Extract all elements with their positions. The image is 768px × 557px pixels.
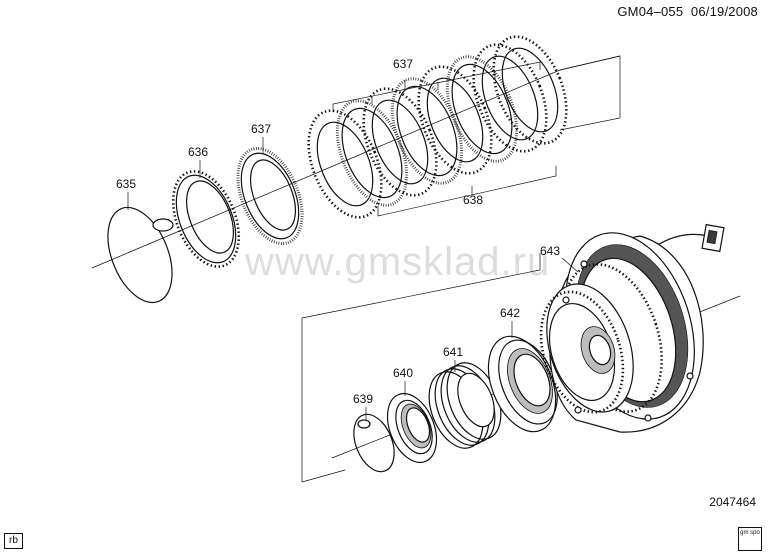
- part-639-snap-ring[interactable]: [346, 408, 402, 477]
- diagram-date: 06/19/2008: [690, 4, 758, 19]
- corner-tag: rb: [4, 533, 23, 549]
- watermark: www.gmsklad.ru: [245, 240, 551, 284]
- lower-frame: [301, 253, 541, 319]
- callout-642: 642: [500, 306, 520, 338]
- part-643-housing[interactable]: [527, 216, 725, 436]
- callout-637-pack: 637: [393, 57, 413, 71]
- svg-text:643: 643: [540, 244, 560, 258]
- svg-text:640: 640: [393, 366, 413, 380]
- callout-638: 638: [463, 193, 483, 207]
- callout-639: 639: [353, 392, 373, 420]
- clutch-plate: [335, 99, 409, 207]
- gm-spo-logo: gm spo: [738, 527, 762, 551]
- svg-text:642: 642: [500, 306, 520, 320]
- bracket-637: [332, 61, 541, 112]
- clutch-plate: [390, 77, 464, 185]
- upper-frame-top: [559, 55, 621, 71]
- clutch-plate: [417, 65, 493, 175]
- logo-text: gm spo: [740, 530, 760, 536]
- callout-643: 643: [540, 244, 579, 273]
- part-640-retainer[interactable]: [378, 386, 446, 469]
- part-637-friction-plate[interactable]: [225, 139, 314, 253]
- clutch-plate: [445, 55, 519, 163]
- part-635-snap-ring[interactable]: [95, 198, 184, 312]
- part-642-piston[interactable]: [475, 326, 568, 441]
- clutch-plate: [362, 87, 438, 197]
- svg-text:637: 637: [393, 57, 413, 71]
- bracket-638: [377, 166, 557, 217]
- lower-frame-bottom: [301, 469, 346, 483]
- illustration-number: 2047464: [709, 495, 756, 509]
- svg-text:636: 636: [188, 145, 208, 159]
- callout-636: 636: [188, 145, 208, 178]
- svg-text:638: 638: [463, 193, 483, 207]
- callout-635: 635: [116, 177, 136, 210]
- part-636-backing-plate[interactable]: [160, 162, 251, 276]
- clutch-pack-637-638[interactable]: [294, 26, 580, 228]
- callout-640: 640: [393, 366, 413, 396]
- clutch-plate: [492, 35, 568, 145]
- svg-text:637: 637: [251, 122, 271, 136]
- svg-text:635: 635: [116, 177, 136, 191]
- upper-frame: [559, 55, 621, 131]
- svg-text:641: 641: [443, 345, 463, 359]
- diagram-code: GM04–055: [617, 4, 684, 19]
- callout-641: 641: [443, 345, 463, 372]
- diagram-header: GM04–055 06/19/2008: [617, 4, 758, 19]
- svg-text:639: 639: [353, 392, 373, 406]
- part-641-spring-assembly[interactable]: [419, 355, 511, 456]
- callout-637-single: 637: [251, 122, 271, 154]
- upper-centerline: [91, 69, 561, 269]
- clutch-plate: [307, 109, 383, 219]
- clutch-plate: [472, 43, 548, 153]
